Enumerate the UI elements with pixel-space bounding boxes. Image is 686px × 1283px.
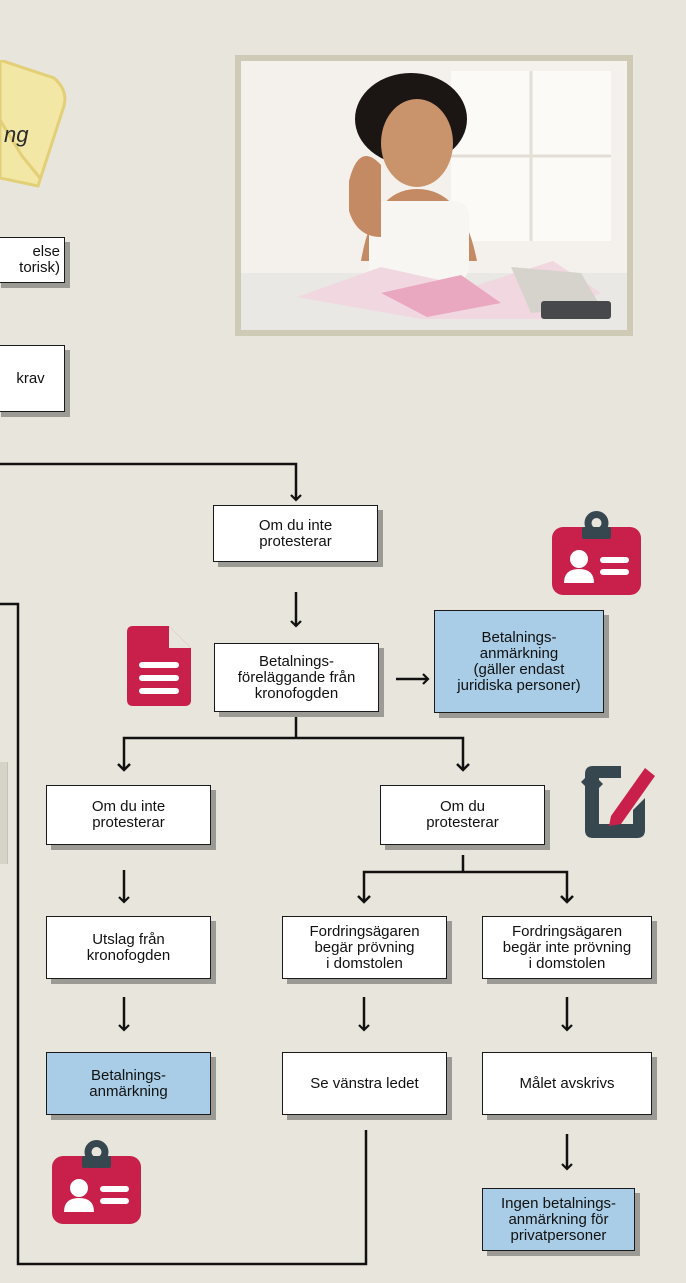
- stressed-woman-photo: [235, 55, 633, 336]
- box-creditor-court: Fordringsägaren begär prövning i domstol…: [282, 916, 447, 979]
- box-payment-mark: Betalnings- anmärkning: [46, 1052, 211, 1115]
- box-top-left-2: krav: [0, 345, 65, 412]
- id-badge-icon: [52, 1140, 141, 1224]
- photo-illustration: [241, 61, 627, 330]
- box-no-protest-2: Om du inte protesterar: [46, 785, 211, 845]
- side-panel-edge: [0, 762, 8, 864]
- box-no-mark-private: Ingen betalnings- anmärkning för privatp…: [482, 1188, 635, 1251]
- box-no-protest-1: Om du inte protesterar: [213, 505, 378, 562]
- box-ruling: Utslag från kronofogden: [46, 916, 211, 979]
- box-protest: Om du protesterar: [380, 785, 545, 845]
- envelope-icon: ng: [0, 60, 67, 188]
- edit-document-icon: [581, 766, 655, 838]
- box-payment-order: Betalnings- föreläggande från kronofogde…: [214, 643, 379, 712]
- box-mark-legal-persons: Betalnings- anmärkning (gäller endast ju…: [434, 610, 604, 713]
- box-top-left-1: else torisk): [0, 237, 65, 283]
- box-see-left: Se vänstra ledet: [282, 1052, 447, 1115]
- box-case-dismissed: Målet avskrivs: [482, 1052, 652, 1115]
- document-icon: [127, 626, 191, 706]
- envelope-text: ng: [4, 122, 29, 147]
- id-badge-icon: [552, 511, 641, 595]
- box-creditor-no-court: Fordringsägaren begär inte prövning i do…: [482, 916, 652, 979]
